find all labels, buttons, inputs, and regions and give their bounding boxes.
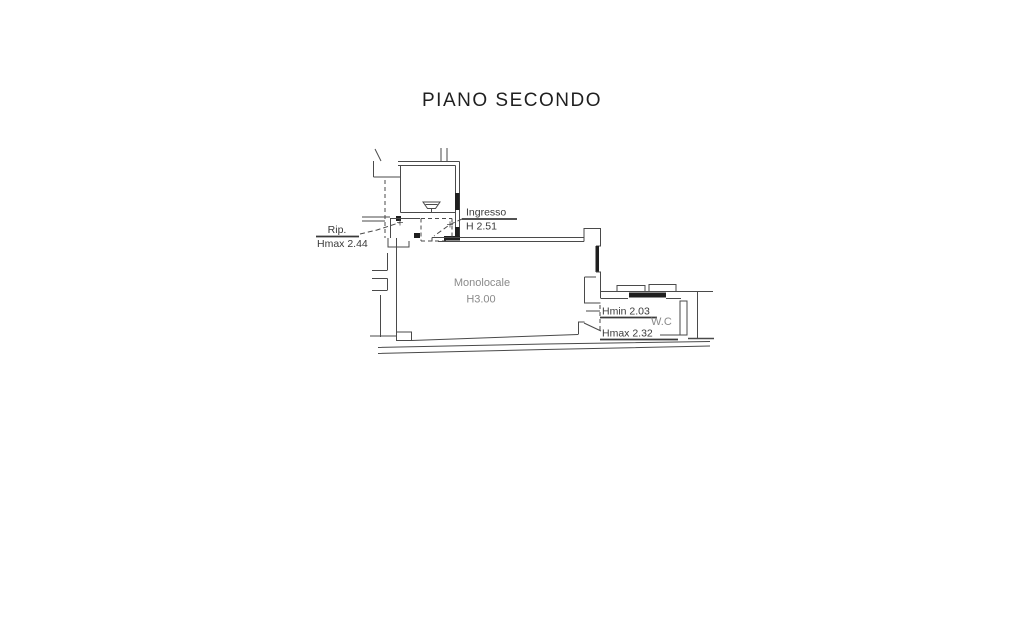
east-wall-pillar (583, 228, 601, 304)
floor-plan-walls (359, 148, 714, 354)
window-fill (595, 246, 599, 272)
monolocale-height-label: H3.00 (466, 294, 495, 306)
main-room-walls (396, 237, 585, 341)
leader-lines (359, 218, 602, 332)
rip-room-walls (362, 216, 420, 248)
rip-height-label: Hmax 2.44 (317, 238, 368, 250)
dashed-hidden-edges (384, 180, 601, 333)
room-label-monolocale: Monolocale (454, 277, 510, 289)
right-column (688, 291, 714, 340)
vestibule-window-fills (396, 193, 460, 241)
left-exterior-walls (372, 253, 388, 337)
room-label-wc: W.C (651, 316, 672, 328)
room-label-rip: Rip. (328, 224, 347, 236)
room-label-ingresso: Ingresso (466, 207, 506, 219)
vestibule-walls (373, 148, 460, 238)
wc-hmax-label: Hmax 2.32 (602, 328, 653, 340)
ingresso-height-label: H 2.51 (466, 221, 497, 233)
sink-icon (422, 201, 441, 213)
bottom-boundary (370, 335, 711, 354)
wall-tick (374, 148, 382, 162)
page-title: PIANO SECONDO (422, 90, 602, 111)
wc-hmin-label: Hmin 2.03 (602, 306, 650, 318)
window-fill (629, 292, 666, 298)
